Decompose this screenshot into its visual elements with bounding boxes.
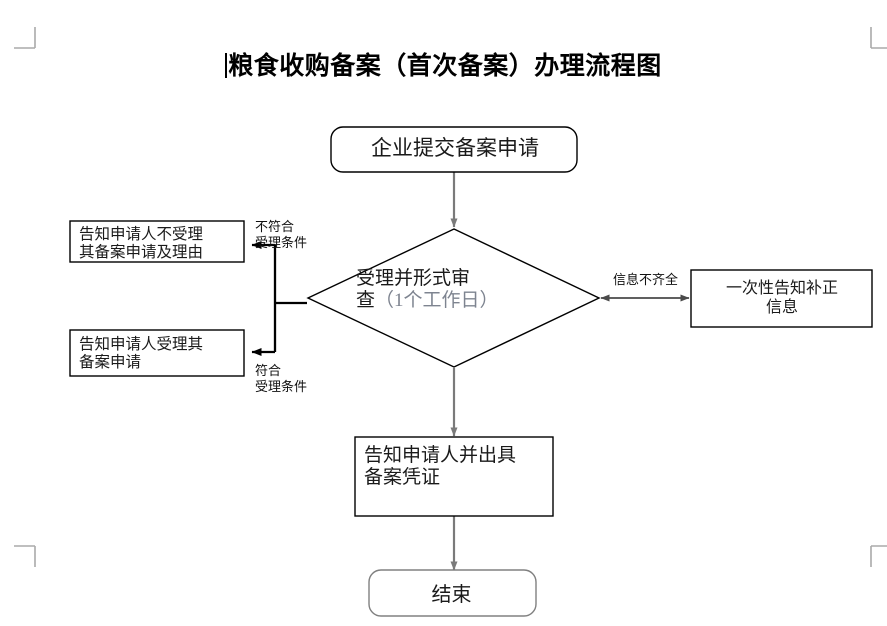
node-reject-shape [69, 220, 245, 263]
edge-label-incomplete-info: 信息不齐全 [613, 272, 679, 287]
crop-mark-top-left [14, 27, 36, 49]
crop-mark-bottom-right [870, 545, 887, 567]
node-decision-shape [306, 228, 601, 368]
crop-mark-top-right [870, 27, 887, 49]
edge-decision-left-branches [251, 241, 307, 356]
page-title-text: 粮食收购备案（首次备案）办理流程图 [228, 53, 662, 80]
node-accept-shape [69, 329, 245, 377]
edge-label-meeting-conditions: 符合 受理条件 [255, 363, 308, 395]
page-title: 粮食收购备案（首次备案）办理流程图 [0, 46, 887, 82]
crop-mark-bottom-left [14, 545, 36, 567]
crop-marks [14, 27, 887, 567]
node-issue-shape [354, 436, 554, 517]
edge-label-not-meeting-conditions: 不符合 受理条件 [255, 219, 308, 251]
node-start-shape [330, 126, 578, 173]
node-supplement-shape [690, 269, 873, 328]
text-caret [225, 53, 228, 78]
node-end-shape [368, 569, 537, 617]
